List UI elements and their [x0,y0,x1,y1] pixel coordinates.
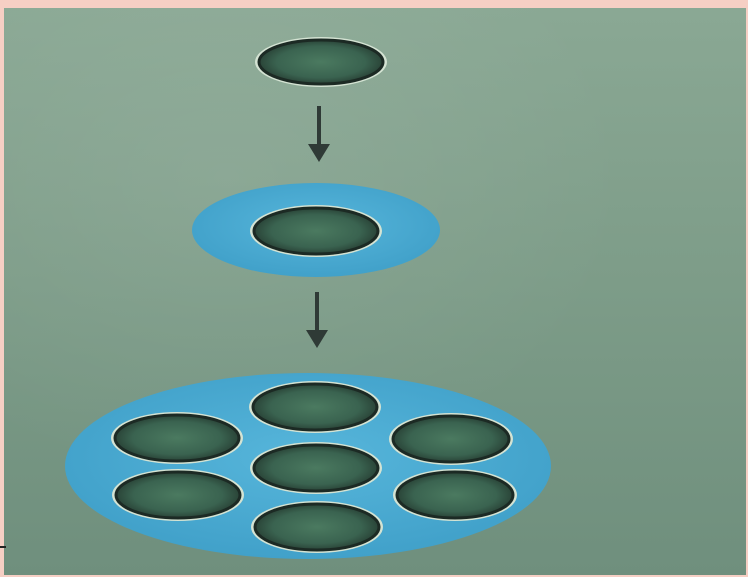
colony-cell [249,381,381,433]
colony-cell [250,442,382,494]
stage-encapsulated-cell [192,183,440,277]
colony-cell [112,469,244,521]
arrow-down-2 [306,292,328,348]
cell [257,38,385,86]
cell-division-diagram [65,37,551,559]
stage-colony [65,373,551,559]
stage-single-cell [255,37,387,87]
colony-cell [393,469,517,521]
diagram-photo [4,8,746,575]
edge-mark [0,546,6,548]
cell [252,206,380,256]
colony-cell [251,501,383,553]
colony-cell [111,412,243,464]
colony-cell [389,413,513,465]
arrow-down-1 [308,106,330,162]
